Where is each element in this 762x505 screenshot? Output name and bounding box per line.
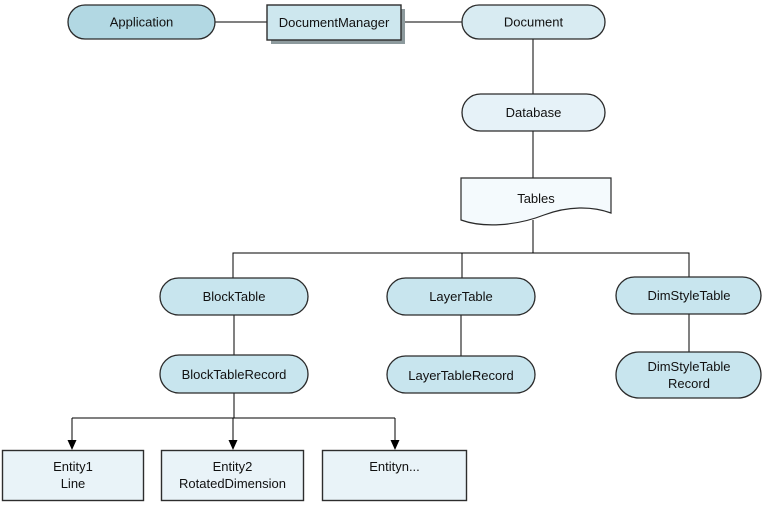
dim-style-table-record-label-line1: DimStyleTable	[647, 359, 730, 374]
entity1-label-line2: Line	[61, 476, 86, 491]
dim-style-table-label: DimStyleTable	[647, 288, 730, 303]
arrowhead-down-icon	[390, 440, 400, 450]
node-tables: Tables	[460, 177, 612, 226]
layer-table-shape	[386, 277, 536, 316]
block-table-record-label: BlockTableRecord	[182, 367, 287, 382]
dim-style-table-record-shape	[615, 351, 762, 399]
arrowhead-down-icon	[228, 440, 238, 450]
edge-rail-tables-row	[232, 252, 690, 278]
node-layer-table-record: LayerTableRecord	[386, 355, 536, 394]
layer-table-label: LayerTable	[429, 289, 493, 304]
entity-n-label: Entityn...	[369, 459, 420, 474]
connector-lines	[67, 21, 690, 450]
entity1-shape	[1, 449, 145, 502]
node-entity-n: Entityn...	[321, 449, 468, 502]
entity2-shape	[160, 449, 305, 502]
entity1-label-line1: Entity1	[53, 459, 93, 474]
block-table-shape	[159, 277, 309, 316]
entity2-label-line1: Entity2	[213, 459, 253, 474]
layer-table-record-shape	[386, 355, 536, 394]
document-manager-shape	[266, 4, 402, 41]
node-layer-table: LayerTable	[386, 277, 536, 316]
node-document-manager: DocumentManager	[266, 4, 405, 44]
document-shape	[461, 4, 606, 40]
database-shape	[461, 93, 606, 132]
dim-style-table-shape	[615, 276, 762, 315]
node-block-table: BlockTable	[159, 277, 309, 316]
application-shape	[67, 4, 216, 40]
tables-label: Tables	[517, 191, 555, 206]
entity-n-shape	[321, 449, 468, 502]
entity2-label-line2: RotatedDimension	[179, 476, 286, 491]
node-document: Document	[461, 4, 606, 40]
document-label: Document	[504, 15, 564, 30]
dim-style-table-record-label-line2: Record	[668, 376, 710, 391]
database-label: Database	[506, 105, 562, 120]
arrowhead-down-icon	[67, 440, 77, 450]
node-database: Database	[461, 93, 606, 132]
block-table-record-shape	[159, 354, 309, 394]
block-table-label: BlockTable	[203, 289, 266, 304]
tables-shape	[460, 177, 612, 226]
document-manager-label: DocumentManager	[279, 15, 390, 30]
node-application: Application	[67, 4, 216, 40]
node-entity2: Entity2 RotatedDimension	[160, 449, 305, 502]
node-entity1: Entity1 Line	[1, 449, 145, 502]
application-label: Application	[110, 15, 174, 30]
node-dim-style-table-record: DimStyleTable Record	[615, 351, 762, 399]
node-dim-style-table: DimStyleTable	[615, 276, 762, 315]
node-block-table-record: BlockTableRecord	[159, 354, 309, 394]
layer-table-record-label: LayerTableRecord	[408, 368, 514, 383]
